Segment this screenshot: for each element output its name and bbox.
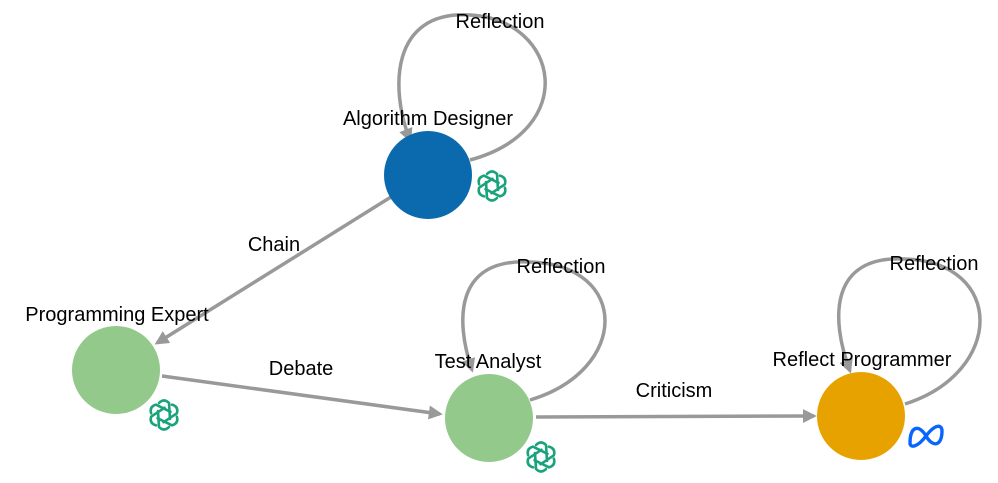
edge-label-criticism: Criticism <box>636 380 713 402</box>
edge-reflection-test-analyst <box>461 260 607 402</box>
openai-logo-icon <box>524 441 558 473</box>
node-label-algorithm-designer: Algorithm Designer <box>343 108 513 130</box>
node-programming-expert[interactable] <box>72 326 160 414</box>
node-label-test-analyst: Test Analyst <box>435 351 542 373</box>
node-label-programming-expert: Programming Expert <box>25 304 209 326</box>
edge-label-reflection-reflect-programmer: Reflection <box>890 253 979 275</box>
edge-label-chain: Chain <box>248 234 300 256</box>
edge-label-reflection-test-analyst: Reflection <box>517 256 606 278</box>
edge-reflection-reflect-programmer <box>836 257 982 406</box>
node-label-reflect-programmer: Reflect Programmer <box>773 349 952 371</box>
node-algorithm-designer[interactable] <box>384 131 472 219</box>
openai-logo-icon <box>475 170 509 202</box>
node-test-analyst[interactable] <box>445 374 533 462</box>
meta-logo-icon <box>908 424 944 448</box>
edge-reflection-algorithm-designer <box>397 13 547 162</box>
edge-chain <box>154 195 392 345</box>
edge-debate <box>161 374 443 420</box>
edge-criticism <box>535 409 817 424</box>
node-reflect-programmer[interactable] <box>817 372 905 460</box>
edge-label-debate: Debate <box>269 358 334 380</box>
openai-logo-icon <box>147 399 181 431</box>
edge-label-reflection-algorithm-designer: Reflection <box>456 11 545 33</box>
